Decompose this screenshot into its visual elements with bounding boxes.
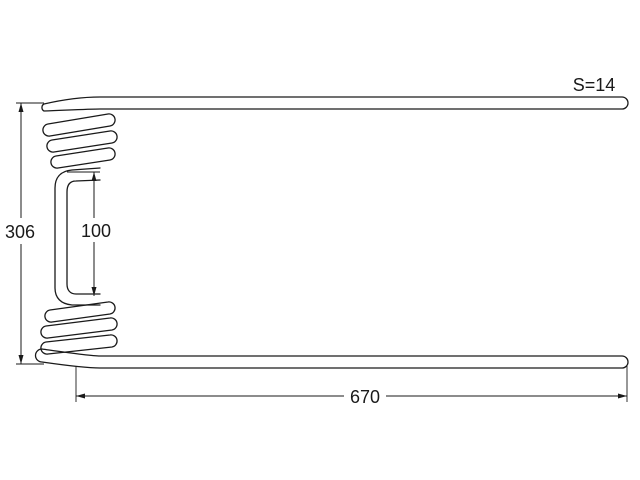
upper-tine <box>41 96 629 112</box>
length-dimension-label: 670 <box>350 387 380 407</box>
coil-gap-dimension-label: 100 <box>81 221 111 241</box>
height-dimension-label: 306 <box>5 222 35 242</box>
wire-thickness-label: S=14 <box>573 75 616 95</box>
lower-coil <box>40 301 118 355</box>
lower-tine <box>34 348 629 369</box>
upper-coil <box>42 113 118 169</box>
connecting-loop <box>54 167 101 306</box>
